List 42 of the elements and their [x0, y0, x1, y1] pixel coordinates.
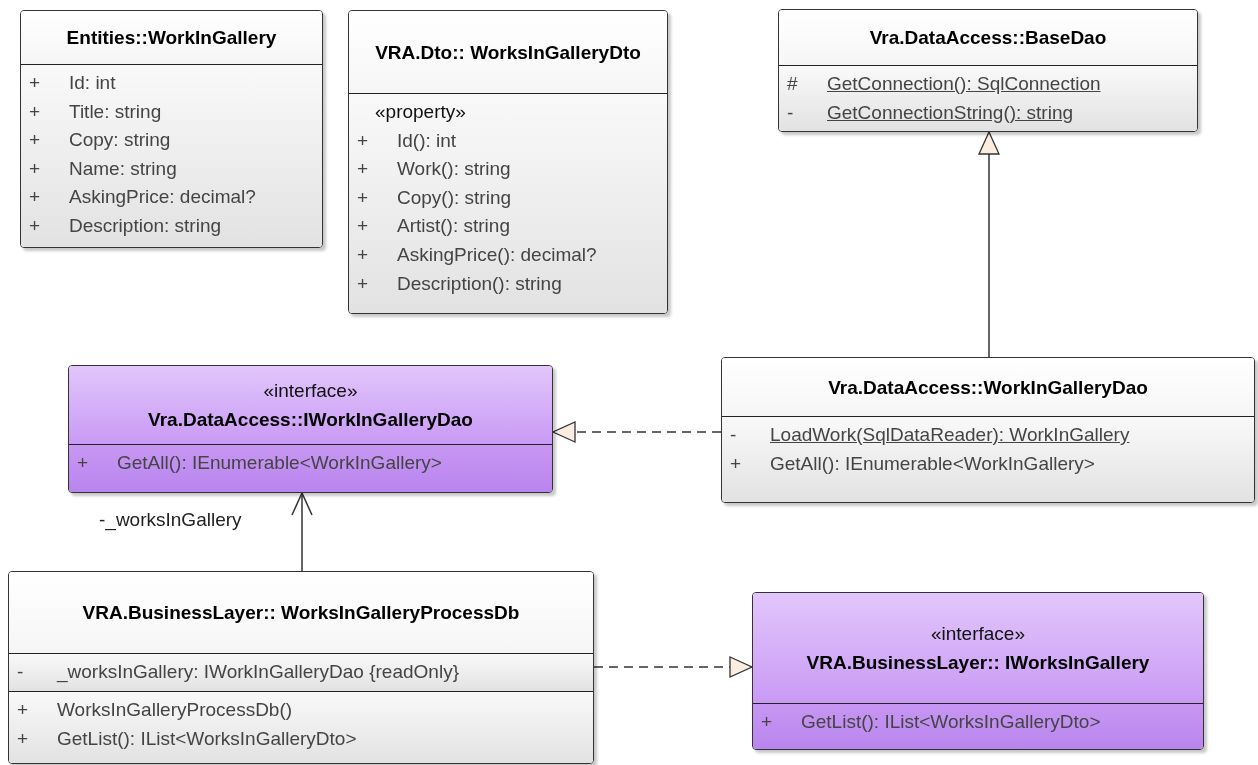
class-name: VRA.BusinessLayer:: IWorksInGallery — [806, 650, 1150, 675]
realization-arrow — [552, 421, 722, 443]
member-text: - GetConnectionString(): string — [786, 100, 1075, 125]
member-text: + Copy(): string — [356, 185, 513, 210]
member-text: + Description: string — [28, 213, 223, 238]
association-arrow — [291, 492, 313, 572]
member-text: + Id: int — [28, 71, 117, 95]
class-box — [20, 10, 323, 248]
member-text: + AskingPrice(): decimal? — [356, 242, 598, 267]
member-text: + Title: string — [28, 99, 163, 124]
class-box — [8, 571, 594, 764]
member-text: - LoadWork(SqlDataReader): WorkInGallery — [729, 423, 1131, 447]
class-box — [778, 9, 1198, 132]
class-box — [348, 10, 668, 314]
member-text: + Copy: string — [28, 128, 172, 153]
class-name: Entities::WorkInGallery — [66, 26, 277, 50]
member-text: + WorksInGalleryProcessDb() — [16, 698, 294, 722]
member-text: + GetAll(): IEnumerable<WorkInGallery> — [76, 451, 443, 475]
member-text: + GetList(): IList<WorksInGalleryDto> — [16, 726, 358, 751]
member-text: - _worksInGallery: IWorkInGalleryDao {readOnly} — [16, 660, 460, 685]
member-text: + AskingPrice: decimal? — [28, 185, 257, 210]
member-text: + GetList(): IList<WorksInGalleryDto> — [760, 710, 1102, 734]
class-name: Vra.DataAccess::BaseDao — [869, 26, 1107, 50]
class-name: Vra.DataAccess::WorkInGalleryDao — [828, 375, 1148, 400]
member-text: + Artist(): string — [356, 214, 511, 239]
member-text: + Work(): string — [356, 157, 512, 182]
member-text: + Description(): string — [356, 271, 563, 296]
class-name: VRA.Dto:: WorksInGalleryDto — [375, 40, 641, 65]
member-text: + GetAll(): IEnumerable<WorkInGallery> — [729, 451, 1096, 476]
class-name: VRA.BusinessLayer:: WorksInGalleryProcessDb — [82, 601, 520, 625]
generalization-arrow — [978, 131, 1000, 358]
member-text: # GetConnection(): SqlConnection — [786, 72, 1102, 96]
member-text: + Id(): int — [356, 128, 458, 153]
class-box — [721, 357, 1255, 503]
stereotype-label: «interface» — [263, 378, 358, 403]
stereotype-label: «interface» — [931, 621, 1025, 646]
member-text: + Name: string — [28, 156, 178, 181]
interface-box — [68, 365, 553, 493]
interface-box — [752, 592, 1204, 750]
stereotype-label: «property» — [374, 100, 467, 124]
realization-arrow — [593, 656, 753, 678]
class-name: Vra.DataAccess::IWorkInGalleryDao — [148, 407, 473, 432]
